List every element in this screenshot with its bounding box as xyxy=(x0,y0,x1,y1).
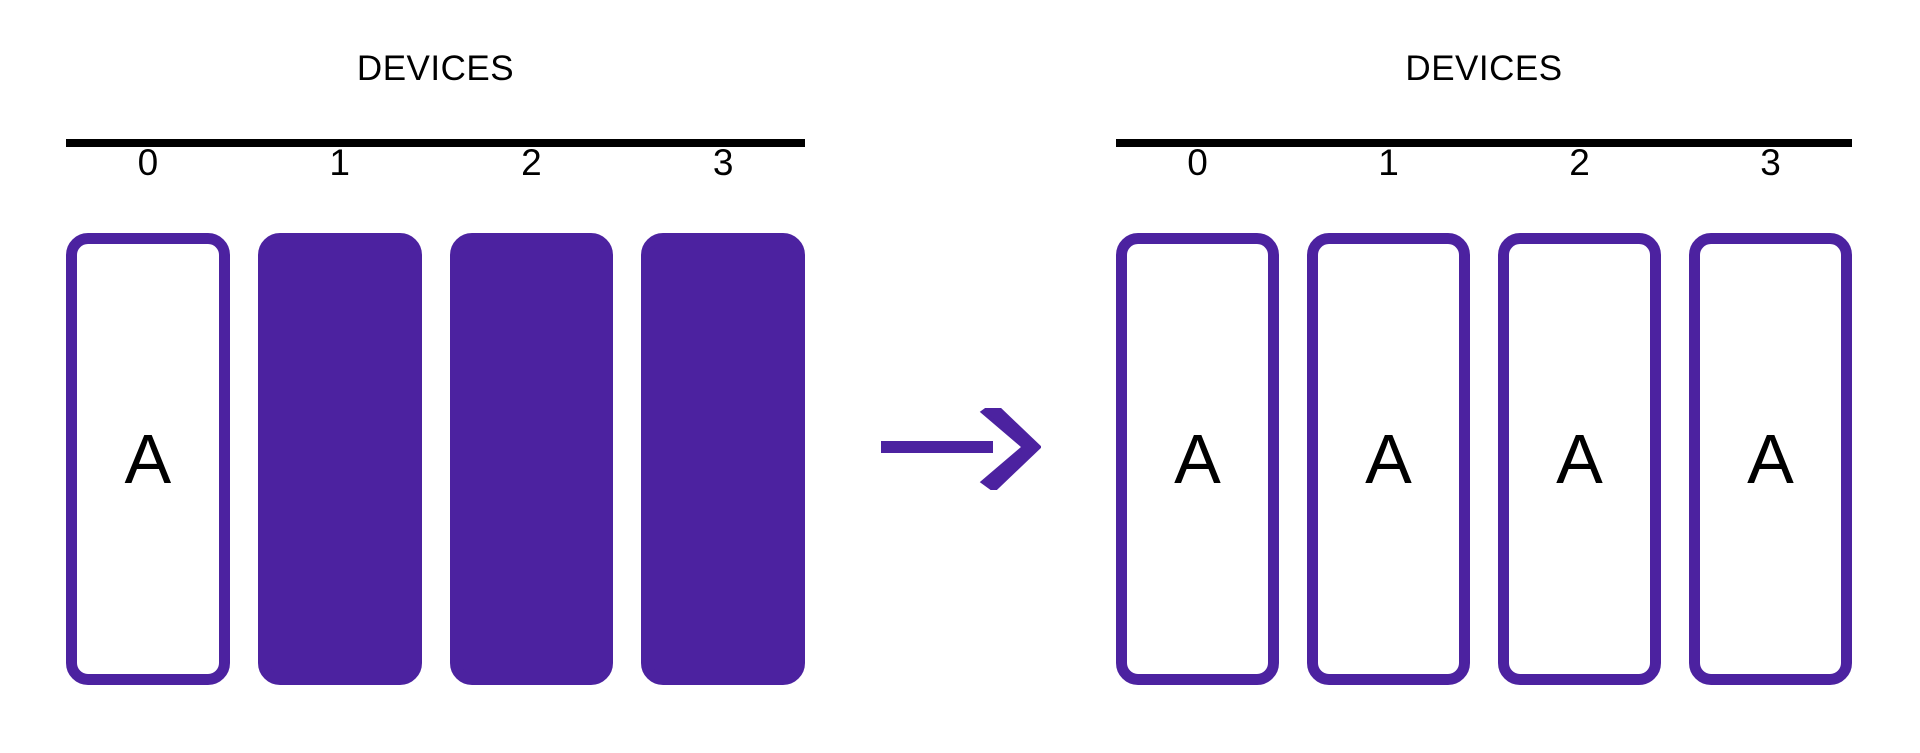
panel-after: DEVICES 0 1 2 3 A A A A xyxy=(1116,0,1852,753)
device-index-2: 2 xyxy=(521,142,542,183)
panel-after-index-row: 0 1 2 3 xyxy=(1116,132,1852,194)
device-index-0: 0 xyxy=(137,142,159,183)
panel-after-cells: A A A A xyxy=(1116,233,1852,685)
device-index-1: 1 xyxy=(1378,142,1399,183)
device-index-3: 3 xyxy=(712,142,734,183)
device-cell-after-2[interactable]: A xyxy=(1498,233,1661,685)
right-arrow-icon xyxy=(881,408,1041,490)
panel-before-index-row: 0 1 2 3 xyxy=(66,132,805,194)
device-cell-after-0[interactable]: A xyxy=(1116,233,1279,685)
device-index-0: 0 xyxy=(1187,142,1208,183)
device-cell-before-0[interactable]: A xyxy=(66,233,230,685)
device-cell-after-1[interactable]: A xyxy=(1307,233,1470,685)
panel-before-axis-rule xyxy=(66,139,805,147)
device-index-2: 2 xyxy=(1569,142,1590,183)
device-index-3: 3 xyxy=(1760,142,1781,183)
panel-after-axis-rule xyxy=(1116,139,1852,147)
panel-before-cells: A xyxy=(66,233,805,685)
panel-before-title: DEVICES xyxy=(356,49,515,88)
device-cell-after-3[interactable]: A xyxy=(1689,233,1852,685)
device-index-1: 1 xyxy=(329,142,350,183)
device-cell-before-1[interactable] xyxy=(257,233,422,685)
panel-before: DEVICES 0 1 2 3 A xyxy=(66,0,805,753)
device-cell-before-3[interactable] xyxy=(641,233,805,685)
device-cell-before-2[interactable] xyxy=(449,233,614,685)
panel-after-title: DEVICES xyxy=(1405,49,1563,88)
